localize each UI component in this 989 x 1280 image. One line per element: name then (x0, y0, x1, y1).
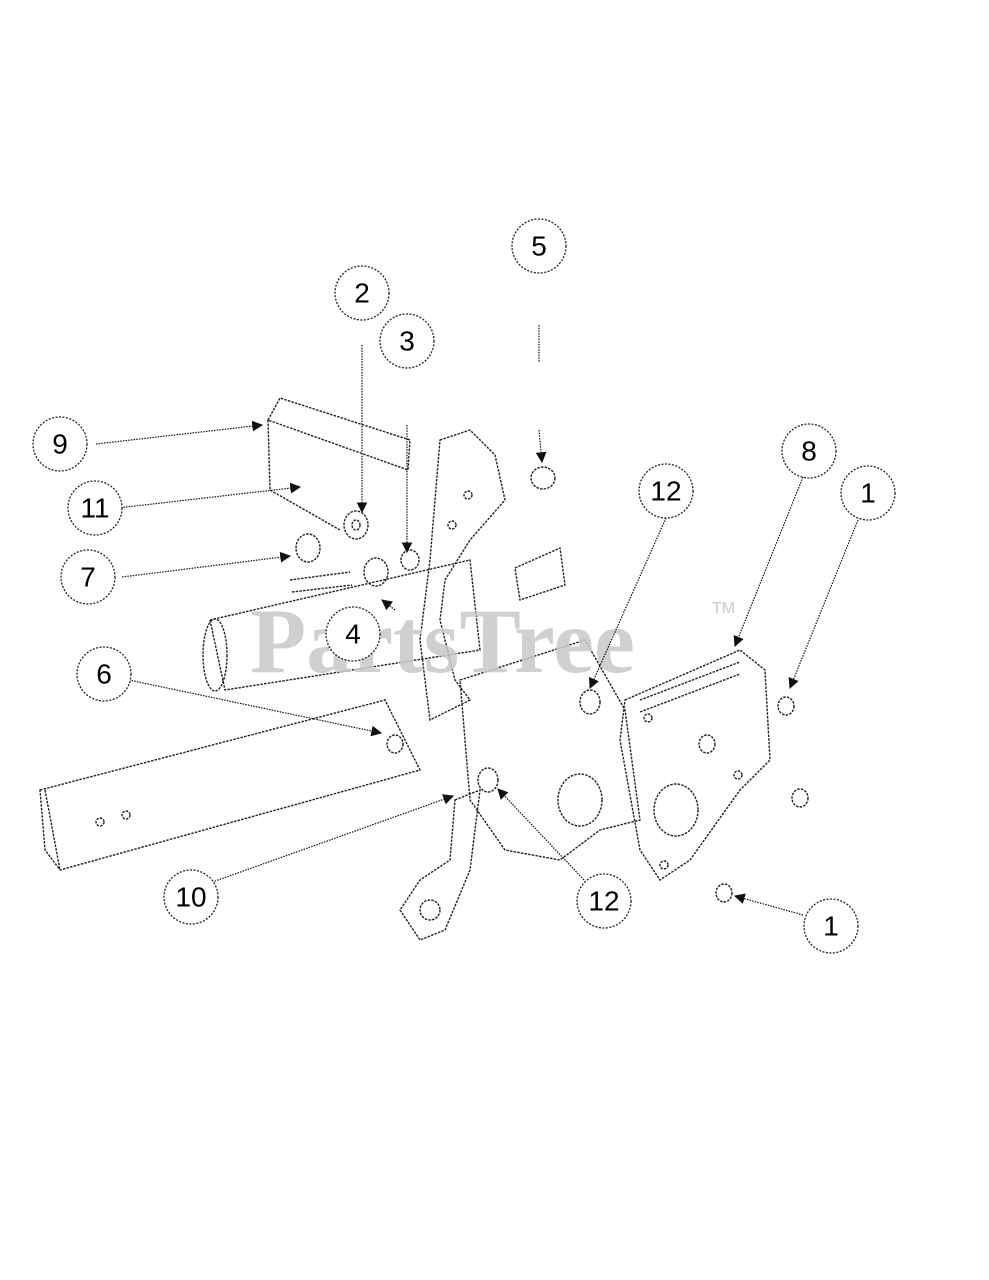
callout-12-upper: 12 (638, 463, 694, 519)
svg-text:2: 2 (354, 278, 370, 309)
pivot-bracket-part (419, 429, 506, 722)
side-plate-part (619, 649, 771, 881)
svg-text:12: 12 (588, 886, 619, 917)
svg-text:11: 11 (80, 493, 109, 524)
svg-text:6: 6 (96, 659, 112, 690)
roller-part (209, 559, 481, 691)
callout-9: 9 (32, 416, 88, 472)
nut-part-5 (530, 466, 556, 490)
callout-4: 4 (325, 606, 381, 662)
callout-7: 7 (60, 549, 116, 605)
watermark-text: PartsTree (250, 590, 635, 692)
svg-text:7: 7 (80, 562, 96, 593)
callout-6: 6 (76, 646, 132, 702)
svg-text:12: 12 (650, 476, 681, 507)
callout-3: 3 (379, 313, 435, 369)
svg-text:4: 4 (345, 619, 361, 650)
callout-11: 11 (67, 480, 123, 536)
svg-text:1: 1 (823, 911, 839, 942)
svg-text:8: 8 (801, 436, 817, 467)
callout-12-lower: 12 (576, 873, 632, 929)
svg-text:10: 10 (175, 882, 206, 913)
callout-1-upper: 1 (840, 465, 896, 521)
svg-text:3: 3 (399, 326, 415, 357)
deck-arm-part (39, 699, 422, 871)
leader-lines (95, 325, 859, 916)
callout-2: 2 (334, 265, 390, 321)
svg-text:9: 9 (52, 429, 68, 460)
lower-arm-part (399, 788, 481, 941)
callout-8: 8 (781, 423, 837, 479)
callout-5: 5 (511, 218, 567, 274)
svg-text:1: 1 (860, 478, 876, 509)
watermark: PartsTree TM (250, 590, 735, 692)
assembly-drawing (39, 397, 809, 941)
knob-part (295, 533, 321, 563)
upper-plate-part (266, 397, 411, 471)
washer-part (343, 510, 369, 540)
watermark-tm: TM (712, 600, 735, 617)
svg-text:5: 5 (531, 231, 547, 262)
callout-10: 10 (163, 869, 219, 925)
main-frame-part (459, 639, 641, 861)
callout-1-lower: 1 (803, 898, 859, 954)
